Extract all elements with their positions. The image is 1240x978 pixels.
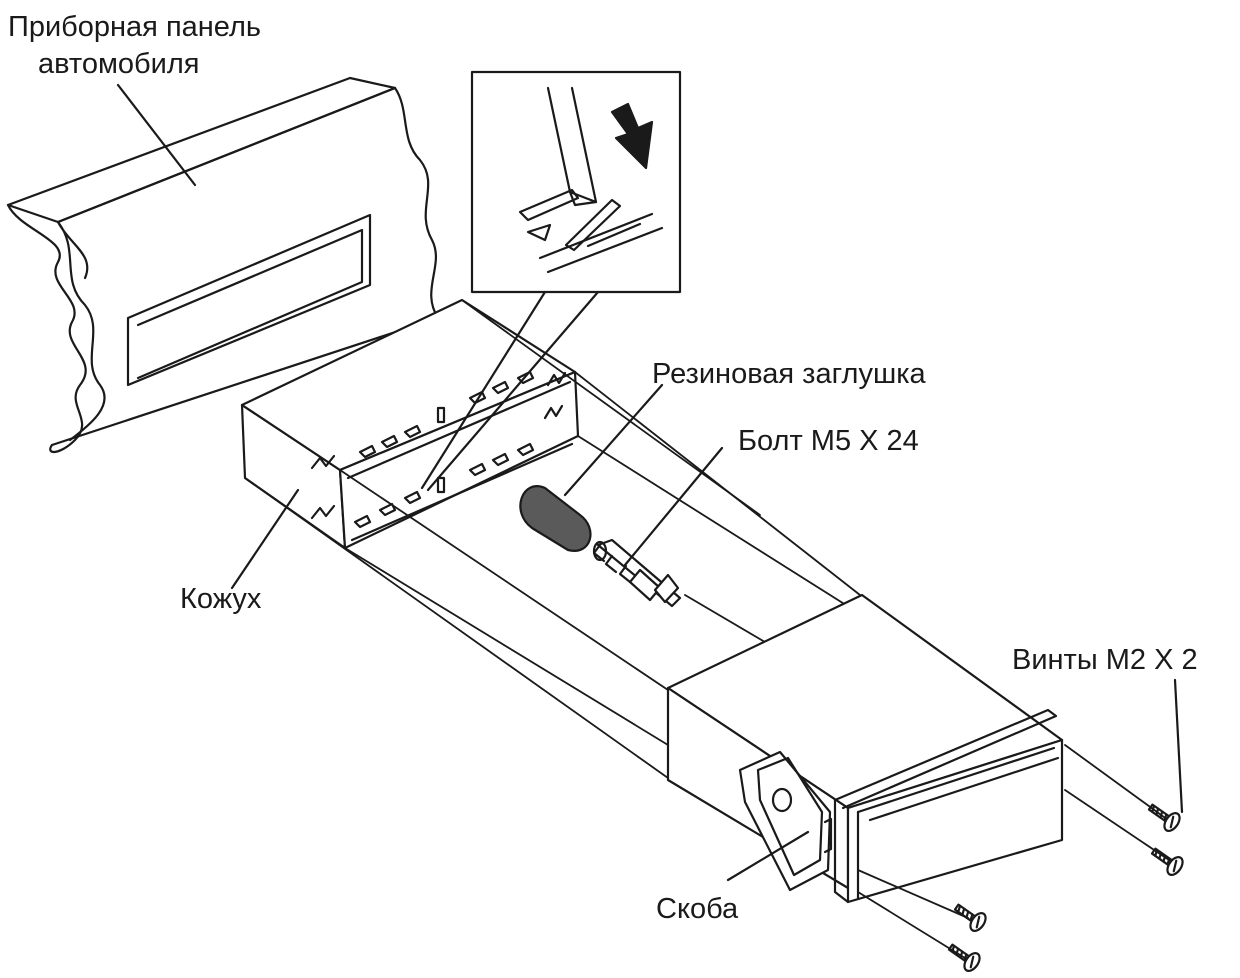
detail-inset — [420, 70, 682, 492]
label-sleeve: Кожух — [180, 583, 262, 615]
label-rubber-plug: Резиновая заглушка — [652, 358, 926, 390]
screw-2 — [1150, 847, 1184, 876]
bolt — [592, 538, 682, 608]
leader-screws — [1173, 678, 1184, 814]
label-bracket: Скоба — [656, 893, 739, 925]
screw-1 — [1147, 803, 1181, 832]
leader-plug — [563, 383, 664, 497]
dashboard-panel — [6, 76, 440, 453]
label-dashboard-line1: Приборная панель — [8, 11, 261, 43]
label-bolt: Болт M5 X 24 — [738, 425, 919, 457]
label-dashboard-line2: автомобиля — [38, 48, 200, 80]
rubber-plug — [519, 485, 592, 552]
screw-3 — [953, 903, 987, 932]
leader-bracket — [726, 830, 810, 882]
screw-4 — [947, 943, 981, 972]
leader-dashboard — [116, 83, 197, 187]
label-screws: Винты M2 X 2 — [1012, 644, 1198, 676]
leader-sleeve — [230, 488, 300, 590]
radio-unit — [666, 593, 1064, 904]
leader-bolt — [623, 446, 724, 567]
